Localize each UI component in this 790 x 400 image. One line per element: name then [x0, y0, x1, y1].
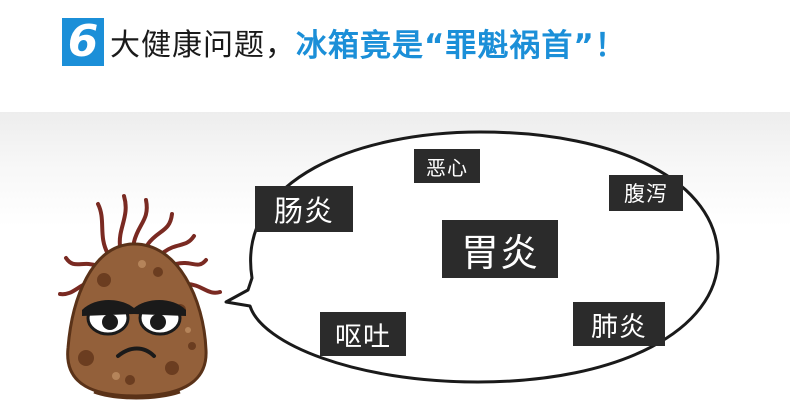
symptom-tag-enteritis: 肠炎 — [255, 186, 353, 232]
illustration-panel: 肠炎 恶心 腹泻 胃炎 呕吐 肺炎 — [0, 112, 790, 400]
title-part-1: 大健康问题， — [110, 28, 296, 63]
title-part-2: 冰箱竟是“罪魁祸首”！ — [296, 27, 627, 64]
symptom-tag-pneumonia: 肺炎 — [573, 302, 665, 346]
symptom-tag-diarrhea: 腹泻 — [609, 175, 683, 211]
symptom-tag-nausea: 恶心 — [414, 149, 480, 183]
number-badge: 6 — [62, 18, 104, 66]
germ-character-icon — [58, 194, 222, 400]
headline: 6 大健康问题， 冰箱竟是“罪魁祸首”！ — [62, 14, 627, 70]
symptom-tag-vomiting: 呕吐 — [320, 312, 406, 356]
symptom-tag-gastritis: 胃炎 — [442, 220, 558, 278]
